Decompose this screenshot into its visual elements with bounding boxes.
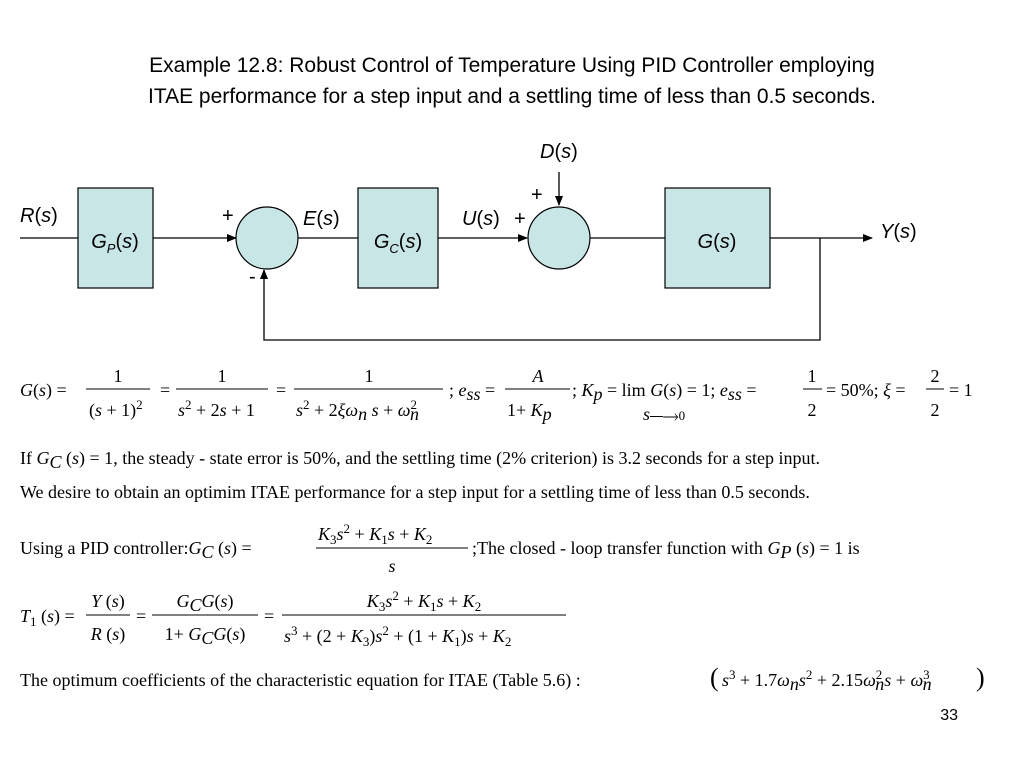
sign-sum1-plus: + [222,205,234,227]
text-if-line: If GC (s) = 1, the steady - state error … [20,448,820,472]
block-g [664,187,771,289]
svg-text:K3s2 + K1s + K2: K3s2 + K1s + K2 [366,588,481,614]
svg-text:K3s2 + K1s + K2: K3s2 + K1s + K2 [317,521,432,547]
equation-pid-controller: Using a PID controller:GC (s) = K3s2 + K… [20,521,860,576]
label-error: E(s) [303,208,340,230]
svg-text:1: 1 [808,366,817,386]
label-g: G(s) [698,231,737,253]
svg-text:;The closed - loop transfer f: ;The closed - loop transfer function wit… [472,538,860,562]
block-diagram: GP(s) GC(s) G(s) R(s) D(s) Y(s) E(s) U(s… [20,141,917,341]
title-line-2: ITAE performance for a step input and a … [147,85,876,108]
svg-text:2: 2 [931,366,940,386]
svg-text:s⎯⎯⟶0: s⎯⎯⟶0 [643,404,685,424]
svg-text:; Kp = lim G(s) = 1; ess =: ; Kp = lim G(s) = 1; ess = [572,380,757,404]
summing-junction-2 [527,206,591,270]
svg-text:s2 + 2ξωn s + ω2n: s2 + 2ξωn s + ω2n [296,397,419,424]
page-number: 33 [940,707,958,724]
text-desire-line: We desire to obtain an optimim ITAE perf… [20,482,810,502]
sign-sum2-plus-left: + [514,208,526,230]
label-gc: GC(s) [374,231,422,256]
svg-text:2: 2 [931,400,940,420]
svg-text:GCG(s): GCG(s) [176,591,233,615]
label-gp: GP(s) [91,231,139,256]
block-gp [77,187,154,289]
svg-text:s3 + (2 + K3)s2 + (1 + K1)s +: s3 + (2 + K3)s2 + (1 + K1)s + K2 [284,623,511,649]
svg-text:s2 + 2s + 1: s2 + 2s + 1 [178,397,255,420]
svg-text:(: ( [710,663,719,692]
title-line-1: Example 12.8: Robust Control of Temperat… [149,54,875,77]
equation-transfer-function: G(s) = 1 (s + 1)2 = 1 s2 + 2s + 1 = 1 s2… [20,366,973,424]
svg-text:=: = [136,606,146,626]
slide-title: Example 12.8: Robust Control of Temperat… [0,50,1024,112]
feedback-path [260,238,821,341]
label-output: Y(s) [880,221,917,243]
svg-text:= 1: = 1 [949,380,973,400]
svg-text:=: = [160,380,170,400]
svg-text:Using a PID controller:GC (s): Using a PID controller:GC (s) = [20,538,252,562]
label-disturbance: D(s) [540,141,578,163]
svg-text:G(s) =: G(s) = [20,380,67,401]
svg-text:2: 2 [808,400,817,420]
svg-text:1: 1 [365,366,374,386]
svg-text:Y (s): Y (s) [91,591,125,612]
svg-text:A: A [532,366,545,386]
block-gc [357,187,439,289]
svg-text:T1 (s) =: T1 (s) = [20,606,75,629]
svg-text:=: = [264,606,274,626]
svg-text:s: s [388,556,395,576]
label-control: U(s) [462,208,500,230]
equation-closed-loop: T1 (s) = Y (s) R (s) = GCG(s) 1+ GCG(s) … [20,588,566,649]
svg-text:s3 + 1.7ωns2 + 2.15ω2ns + ω3n: s3 + 1.7ωns2 + 2.15ω2ns + ω3n [722,667,932,694]
svg-text:1: 1 [218,366,227,386]
svg-text:= 50%; ξ =: = 50%; ξ = [826,380,906,400]
svg-text:1+ GCG(s): 1+ GCG(s) [165,624,246,648]
svg-text:): ) [976,663,985,692]
svg-text:=: = [276,380,286,400]
sign-sum1-minus: - [249,266,256,288]
svg-text:1+ Kp: 1+ Kp [507,400,552,424]
svg-text:; ess =: ; ess = [449,380,495,404]
equation-itae: The optimum coefficients of the characte… [20,663,985,694]
svg-text:R (s): R (s) [90,624,126,645]
svg-text:The optimum coefficients of t: The optimum coefficients of the characte… [20,670,581,691]
label-input: R(s) [20,205,58,227]
sign-sum2-plus-top: + [531,184,543,206]
svg-text:1: 1 [114,366,123,386]
svg-text:(s + 1)2: (s + 1)2 [89,397,143,421]
summing-junction-1 [235,206,299,270]
